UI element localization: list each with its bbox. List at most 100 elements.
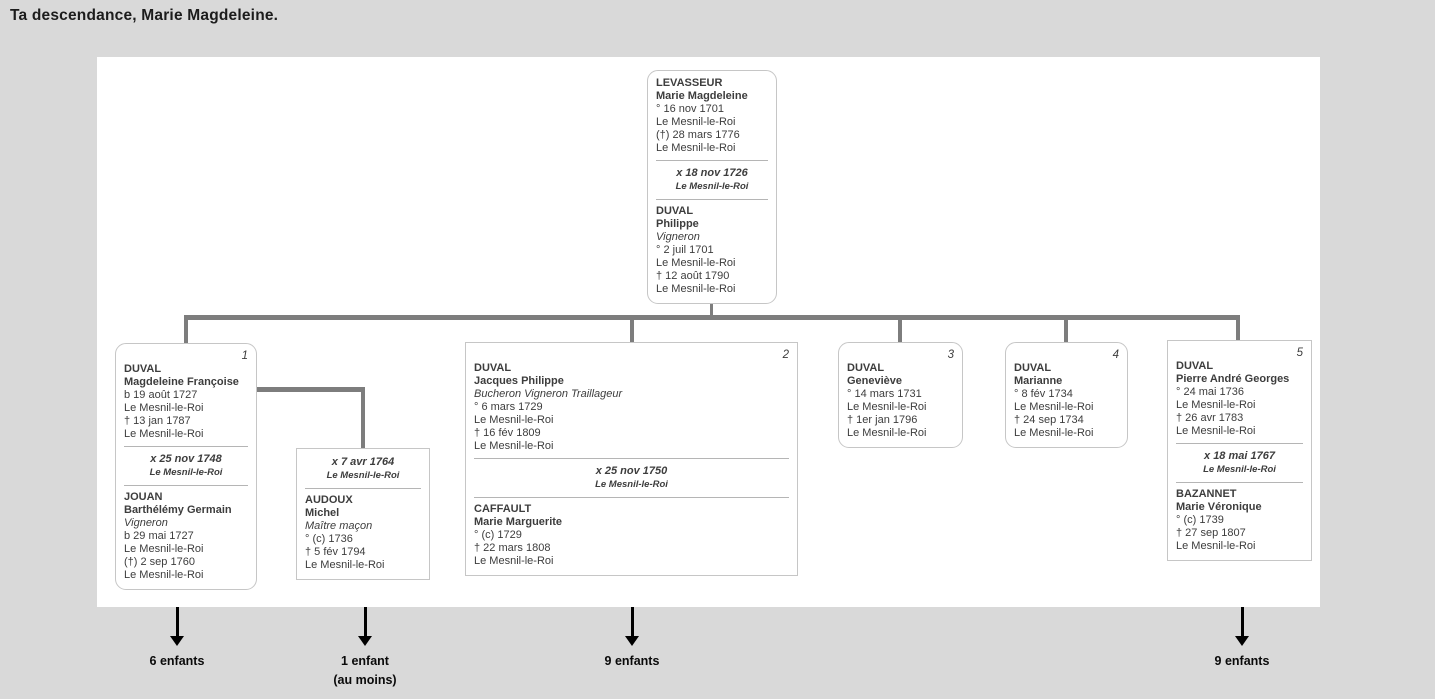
person-detail-line: † 24 sep 1734 [1014, 414, 1084, 426]
person-detail-line: Le Mesnil-le-Roi [656, 257, 736, 269]
children-count-subtext: (au moins) [333, 673, 397, 687]
person-detail-line: Le Mesnil-le-Roi [474, 414, 554, 426]
connector-drop-child-2 [630, 319, 634, 343]
person-detail-line: ° (c) 1729 [474, 529, 522, 541]
person-detail-line: Le Mesnil-le-Roi [1176, 399, 1256, 411]
connector-remarriage-horizontal [257, 387, 365, 392]
box-number: 4 [1112, 349, 1119, 361]
person-detail-line: † 26 avr 1783 [1176, 412, 1244, 424]
connector-drop-child-3 [898, 319, 902, 343]
person-name-line: Jacques Philippe [474, 375, 564, 387]
connector-root-stub [710, 292, 713, 317]
person-name-line: Philippe [656, 218, 699, 230]
box-number: 5 [1296, 347, 1303, 359]
marriage-date: x 7 avr 1764 [331, 456, 395, 468]
marriage-place: Le Mesnil-le-Roi [675, 181, 749, 192]
person-name-line: Barthélémy Germain [124, 504, 232, 516]
person-detail-line: Le Mesnil-le-Roi [656, 142, 736, 154]
person-name-line: CAFFAULT [474, 503, 532, 515]
person-detail-line: † 16 fév 1809 [474, 427, 541, 439]
person-detail-line: Le Mesnil-le-Roi [656, 283, 736, 295]
person-name-line: DUVAL [1014, 362, 1052, 374]
box-number: 2 [782, 349, 789, 361]
divider [124, 446, 248, 447]
person-detail-line: ° (c) 1739 [1176, 514, 1224, 526]
person-name-line: Marie Magdeleine [656, 90, 748, 102]
marriage-date: x 18 mai 1767 [1204, 450, 1275, 462]
children-count-label: 1 enfant (au moins) [333, 652, 396, 690]
person-detail-line: † 27 sep 1807 [1176, 527, 1246, 539]
connector-siblings-bar [184, 315, 1240, 320]
divider [656, 199, 768, 200]
person-detail-line: Le Mesnil-le-Roi [1014, 401, 1094, 413]
down-arrow-icon [358, 636, 372, 646]
person-detail-line: b 19 août 1727 [124, 389, 198, 401]
person-name-line: Marianne [1014, 375, 1063, 387]
person-name-line: BAZANNET [1176, 488, 1237, 500]
divider [124, 485, 248, 486]
down-arrow-shaft [630, 607, 634, 636]
divider [305, 488, 421, 489]
down-arrow-shaft [175, 607, 179, 636]
person-name-line: Marie Marguerite [474, 516, 563, 528]
divider [656, 160, 768, 161]
person-detail-line: Le Mesnil-le-Roi [124, 569, 204, 581]
children-count-arrow-2: 1 enfant (au moins) [285, 607, 445, 690]
connector-drop-child-4 [1064, 319, 1068, 343]
person-occupation: Vigneron [656, 231, 700, 243]
children-count-text: 9 enfants [1214, 654, 1270, 668]
person-detail-line: ° 14 mars 1731 [847, 388, 922, 400]
children-count-label: 9 enfants [605, 652, 660, 671]
person-detail-line: ° 24 mai 1736 [1176, 386, 1244, 398]
children-count-text: 1 enfant [341, 654, 389, 668]
person-name-line: Geneviève [847, 375, 903, 387]
connector-drop-child-5 [1236, 319, 1240, 341]
box-number: 3 [947, 349, 954, 361]
person-name-line: Magdeleine Françoise [124, 376, 239, 388]
divider [474, 497, 789, 498]
person-occupation: Maître maçon [305, 520, 373, 532]
marriage-info: x 18 mai 1767 Le Mesnil-le-Roi [1176, 449, 1303, 477]
children-count-label: 9 enfants [1215, 652, 1270, 671]
person-detail-line: (†) 2 sep 1760 [124, 556, 195, 568]
person-detail-line: Le Mesnil-le-Roi [474, 440, 554, 452]
children-count-text: 9 enfants [604, 654, 660, 668]
person-name-line: Marie Véronique [1176, 501, 1262, 513]
marriage-date: x 18 nov 1726 [676, 167, 748, 179]
person-occupation: Bucheron Vigneron Traillageur [474, 388, 623, 400]
children-count-arrow-4: 9 enfants [1162, 607, 1322, 671]
down-arrow-icon [1235, 636, 1249, 646]
page-title: Ta descendance, Marie Magdeleine. [10, 7, 279, 24]
person-detail-line: Le Mesnil-le-Roi [847, 401, 927, 413]
person-detail-line: Le Mesnil-le-Roi [1014, 427, 1094, 439]
person-detail-line: ° 8 fév 1734 [1014, 388, 1073, 400]
person-name-line: LEVASSEUR [656, 77, 723, 89]
marriage-date: x 25 nov 1748 [150, 453, 222, 465]
person-name-line: Michel [305, 507, 340, 519]
person-detail-line: b 29 mai 1727 [124, 530, 194, 542]
marriage-info: x 25 nov 1748 Le Mesnil-le-Roi [124, 452, 248, 480]
person-detail-line: Le Mesnil-le-Roi [1176, 540, 1256, 552]
children-count-arrow-3: 9 enfants [552, 607, 712, 671]
person-detail-line: † 13 jan 1787 [124, 415, 191, 427]
marriage-place: Le Mesnil-le-Roi [595, 479, 668, 490]
marriage-place: Le Mesnil-le-Roi [1203, 464, 1276, 475]
person-detail-line: Le Mesnil-le-Roi [656, 116, 736, 128]
marriage-place: Le Mesnil-le-Roi [149, 467, 223, 478]
person-detail-line: Le Mesnil-le-Roi [124, 543, 204, 555]
person-name-line: JOUAN [124, 491, 163, 503]
